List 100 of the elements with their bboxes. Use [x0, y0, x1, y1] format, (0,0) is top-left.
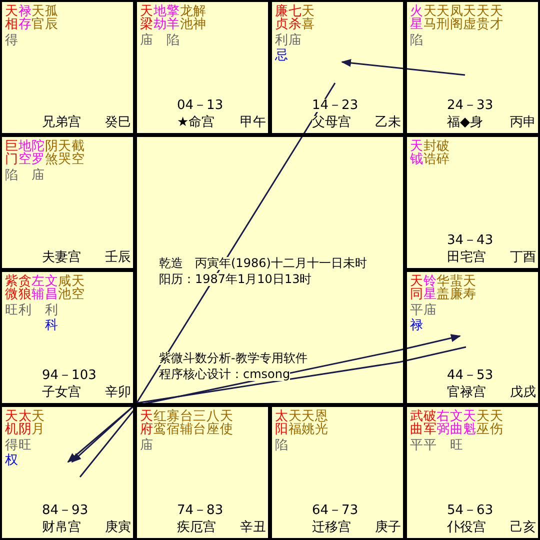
palace-name: 子女宫 — [42, 386, 81, 399]
star-name: 右弼 — [436, 410, 450, 436]
brightness-mark: 庙 — [140, 439, 153, 452]
age-range: 34－43 — [447, 234, 494, 247]
palace-name: 兄弟宫 — [42, 116, 81, 129]
star-name: 天福 — [288, 410, 302, 436]
brightness-mark: 庙 — [32, 169, 45, 182]
star-name: 天贵 — [476, 5, 490, 31]
palace-cell — [135, 0, 270, 135]
star-name: 天喜 — [302, 5, 315, 31]
age-range: 14－23 — [312, 99, 358, 112]
star-name: 天巫 — [476, 410, 490, 436]
age-range: 74－83 — [177, 504, 224, 517]
star-name: 七杀 — [288, 5, 302, 31]
star-name: 孤辰 — [44, 5, 58, 31]
star-name: 天马 — [423, 5, 436, 31]
stem-branch: 辛丑 — [240, 521, 266, 534]
palace-name: 仆役宫 — [447, 521, 486, 534]
star-name: 天府 — [140, 410, 153, 436]
star-name: 左辅 — [32, 275, 45, 301]
chart-info-text: 乾造 丙寅年(1986)十二月十一日未时 — [159, 257, 367, 270]
stem-branch: 甲午 — [240, 116, 266, 129]
palace-name: 疾厄宫 — [177, 521, 216, 534]
stem-branch: 丙申 — [510, 116, 536, 129]
brightness-mark: 陷 — [275, 439, 288, 452]
star-name: 天哭 — [58, 140, 72, 166]
star-name: 天魁 — [463, 410, 476, 436]
star-name: 天姚 — [302, 410, 315, 436]
star-name: 八座 — [206, 410, 220, 436]
star-name: 地劫 — [153, 5, 166, 31]
star-name: 三台 — [193, 410, 206, 436]
stem-branch: 庚子 — [375, 521, 401, 534]
star-name: 破碎 — [436, 140, 450, 166]
age-range: 04－13 — [177, 99, 224, 112]
stem-branch: 辛卯 — [105, 386, 131, 399]
star-name: 地空 — [18, 140, 32, 166]
transformation-mark: 科 — [44, 319, 58, 332]
palace-cell — [0, 270, 135, 405]
star-name: 天虚 — [463, 5, 476, 31]
palace-cell — [405, 0, 540, 135]
star-name: 天同 — [410, 275, 423, 301]
palace-cell — [0, 405, 135, 540]
stem-branch: 戊戌 — [510, 386, 536, 399]
brightness-mark: 利 — [275, 34, 288, 47]
brightness-mark: 旺 — [5, 304, 18, 317]
palace-name: 福◆身 — [447, 116, 483, 129]
star-name: 天月 — [32, 410, 45, 436]
arrow — [341, 58, 466, 76]
star-name: 破军 — [423, 410, 436, 436]
star-name: 天使 — [220, 410, 233, 436]
brightness-mark: 旺 — [18, 439, 32, 452]
brightness-mark: 庙 — [288, 34, 302, 47]
palace-cell — [270, 0, 405, 135]
star-name: 天官 — [32, 5, 45, 31]
star-name: 武曲 — [410, 410, 423, 436]
palace-name: 田宅宫 — [447, 251, 486, 264]
palace-cell — [135, 405, 270, 540]
brightness-mark: 陷 — [5, 169, 18, 182]
star-name: 封诰 — [423, 140, 436, 166]
star-name: 阴煞 — [44, 140, 58, 166]
star-name: 凤阁 — [450, 5, 463, 31]
chart-info-text: 阳历：1987年1月10日13时 — [159, 273, 312, 286]
star-name: 截空 — [72, 140, 84, 166]
age-range: 44－53 — [447, 369, 494, 382]
arrow — [79, 334, 461, 478]
star-name: 华盖 — [436, 275, 450, 301]
star-name: 红鸾 — [153, 410, 166, 436]
palace-name: 父母宫 — [312, 116, 351, 129]
star-name: 龙池 — [180, 5, 193, 31]
star-name: 太阴 — [18, 410, 32, 436]
star-name: 紫微 — [5, 275, 18, 301]
brightness-mark: 庙 — [423, 304, 436, 317]
star-name: 恩光 — [314, 410, 328, 436]
palace-cell — [0, 135, 135, 270]
star-name: 陀罗 — [32, 140, 45, 166]
age-range: 54－63 — [447, 504, 494, 517]
brightness-mark: 陷 — [166, 34, 180, 47]
arrow — [71, 346, 466, 463]
star-name: 蜚廉 — [450, 275, 463, 301]
star-name: 天机 — [5, 410, 18, 436]
star-name: 天钺 — [410, 140, 423, 166]
palace-name: 财帛宫 — [42, 521, 81, 534]
brightness-mark: 平 — [410, 439, 423, 452]
star-name: 天伤 — [490, 410, 503, 436]
star-name: 廉贞 — [275, 5, 288, 31]
brightness-mark: 得 — [5, 34, 18, 47]
age-range: 94－103 — [42, 369, 96, 382]
age-range: 24－33 — [447, 99, 494, 112]
stem-branch: 癸巳 — [105, 116, 131, 129]
transformation-mark: 忌 — [275, 49, 288, 62]
star-name: 咸池 — [58, 275, 72, 301]
star-name: 天寿 — [463, 275, 476, 301]
transformation-mark: 权 — [5, 454, 18, 467]
palace-name: 官禄宫 — [447, 386, 486, 399]
brightness-mark: 利 — [44, 304, 58, 317]
palace-cell — [0, 0, 135, 135]
stem-branch: 乙未 — [375, 116, 401, 129]
star-name: 贪狼 — [18, 275, 32, 301]
star-name: 铃星 — [423, 275, 436, 301]
stem-branch: 壬辰 — [105, 251, 131, 264]
